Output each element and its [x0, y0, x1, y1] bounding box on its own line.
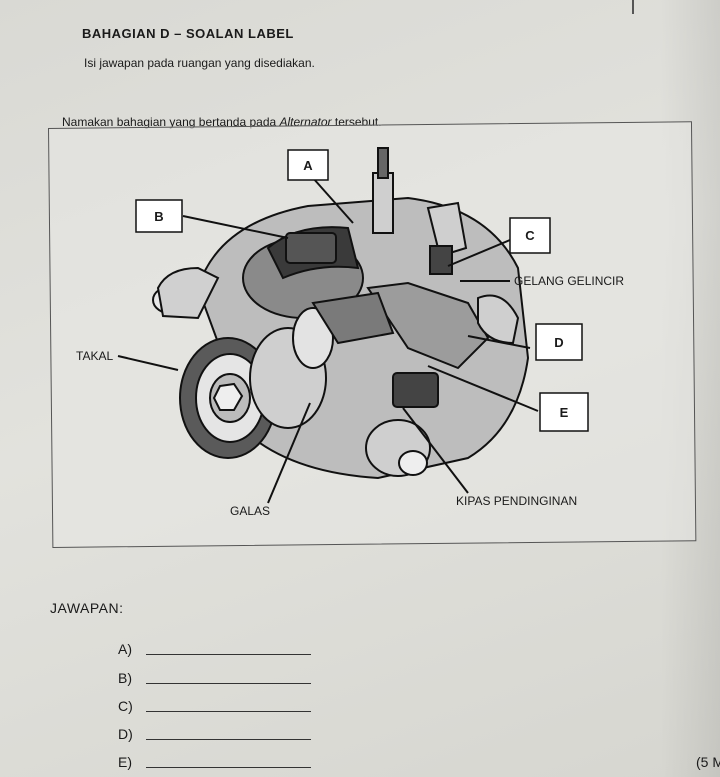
label-box-b-text: B [154, 209, 163, 224]
margin-mark [632, 0, 634, 14]
pointer-lines [117, 177, 539, 504]
answer-line-a[interactable] [146, 654, 311, 655]
label-box-e: E [539, 392, 589, 432]
alternator-diagram: A B C D E GELANG GELINCIR TAKAL GALAS KI… [76, 147, 624, 518]
answer-line-c[interactable] [146, 711, 311, 712]
label-kipas-pendinginan: KIPAS PENDINGINAN [456, 494, 577, 508]
label-gelang-gelincir: GELANG GELINCIR [514, 274, 624, 288]
label-box-a-text: A [303, 158, 313, 173]
answer-label-d: D) [118, 726, 133, 742]
answer-line-b[interactable] [146, 683, 311, 684]
label-galas: GALAS [230, 504, 270, 518]
answer-label-e: E) [118, 754, 132, 770]
label-box-c-text: C [525, 228, 535, 243]
instruction-text: Isi jawapan pada ruangan yang disediakan… [84, 56, 315, 70]
label-box-a: A [287, 149, 329, 181]
answer-line-d[interactable] [146, 739, 311, 740]
answer-label-c: C) [118, 698, 133, 714]
answer-label-b: B) [118, 670, 132, 686]
answer-line-e[interactable] [146, 767, 311, 768]
section-heading: BAHAGIAN D – SOALAN LABEL [82, 26, 294, 41]
label-takal: TAKAL [76, 349, 113, 363]
marks-label: (5 M [696, 754, 720, 770]
answer-label-a: A) [118, 641, 132, 657]
label-box-c: C [509, 217, 551, 254]
label-box-e-text: E [560, 405, 569, 420]
label-box-d-text: D [554, 335, 563, 350]
answers-title: JAWAPAN: [50, 600, 124, 616]
label-box-d: D [535, 323, 583, 361]
label-box-b: B [135, 199, 183, 233]
alternator-illustration [152, 147, 530, 480]
